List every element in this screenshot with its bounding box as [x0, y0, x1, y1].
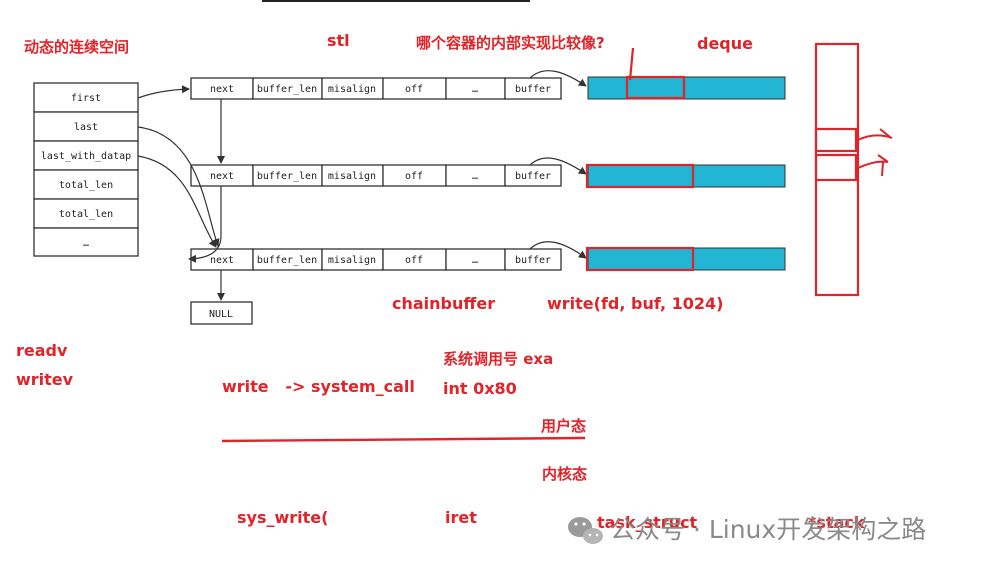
note-writev: writev — [16, 370, 74, 389]
note-kernel-mode: 内核态 — [542, 465, 587, 483]
wechat-icon — [568, 517, 603, 544]
chain-field-label: … — [472, 84, 478, 95]
last-pointer-arrow — [137, 126, 220, 247]
chain-node-1: next buffer_len misalign off … buffer — [190, 77, 562, 100]
chain-field-label: buffer — [515, 255, 551, 266]
buffer-data-highlight-3 — [585, 246, 695, 272]
buffer-data-highlight-1 — [625, 75, 686, 100]
chain-field-label: … — [472, 171, 478, 182]
note-user-mode: 用户态 — [541, 417, 586, 435]
note-iret: iret — [445, 508, 477, 527]
note-write-call: write(fd, buf, 1024) — [547, 294, 723, 313]
chain-node-3: next buffer_len misalign off … buffer — [190, 248, 562, 271]
buffer-segment-2 — [587, 164, 786, 188]
buffer-segment-1 — [587, 76, 786, 100]
evbuffer-field-label: last_with_datap — [41, 151, 131, 162]
evbuffer-field-more — [33, 227, 139, 257]
evbuffer-struct: first last last_with_datap total_len tot… — [33, 82, 139, 257]
note-sys-write: sys_write( — [237, 508, 328, 527]
note-readv: readv — [16, 341, 68, 360]
evbuffer-field-label: … — [83, 238, 89, 249]
chain-field-label: buffer_len — [257, 84, 317, 95]
note-which-container: 哪个容器的内部实现比较像? — [416, 34, 605, 52]
deque-outline — [814, 42, 860, 297]
handwritten-mark — [628, 47, 635, 81]
chain-field-label: off — [405, 255, 423, 266]
chain-field-label: misalign — [328, 255, 376, 266]
chain-field-label: next — [210, 255, 234, 266]
pointer-arrows — [137, 70, 587, 301]
chain-field-label: off — [405, 171, 423, 182]
chain-field-label: next — [210, 171, 234, 182]
last-with-datap-pointer-arrow — [137, 155, 217, 248]
note-chainbuffer: chainbuffer — [392, 294, 495, 313]
chain-field-label: … — [472, 255, 478, 266]
deque-block-2 — [814, 153, 858, 182]
note-task-struct: task_struct — [597, 513, 698, 532]
chain-field-label: buffer_len — [257, 255, 317, 266]
chain-field-label: next — [210, 84, 234, 95]
evbuffer-field-total-len-2 — [33, 198, 139, 229]
chain-field-label: buffer — [515, 171, 551, 182]
note-stack: *stack — [808, 513, 865, 532]
buffer-segment-3 — [587, 247, 786, 271]
evbuffer-field-last — [33, 111, 139, 142]
buffer-segments — [585, 47, 786, 272]
evbuffer-field-label: total_len — [59, 209, 113, 220]
buffer-pointer-arrow-3 — [529, 241, 587, 259]
note-int-0x80: int 0x80 — [443, 379, 517, 398]
chain-field-label: buffer — [515, 84, 551, 95]
deque-sketch — [814, 42, 893, 297]
evbuffer-field-label: last — [74, 122, 98, 133]
note-contiguous-space: 动态的连续空间 — [24, 38, 129, 56]
buffer-pointer-arrow-1 — [529, 70, 587, 87]
evbuffer-field-label: first — [71, 93, 101, 104]
next-arrow-2 — [188, 186, 222, 263]
note-syscall-number: 系统调用号 exa — [443, 350, 553, 368]
deque-block-1 — [814, 127, 858, 153]
user-kernel-divider — [221, 436, 586, 443]
buffer-pointer-arrow-2 — [529, 157, 587, 175]
note-write-system-call: write -> system_call — [222, 377, 415, 396]
chain-node-2: next buffer_len misalign off … buffer — [190, 164, 562, 187]
null-node — [190, 301, 253, 325]
evbuffer-field-label: total_len — [59, 180, 113, 191]
watermark: 公众号 · Linux开发架构之路 — [568, 515, 926, 544]
first-pointer-arrow — [137, 85, 190, 99]
chain-field-label: buffer_len — [257, 171, 317, 182]
note-stl: stl — [327, 31, 350, 50]
null-label: NULL — [209, 309, 233, 320]
chain-field-label: off — [405, 84, 423, 95]
buffer-data-highlight-2 — [585, 163, 695, 189]
chain-field-label: misalign — [328, 84, 376, 95]
chain-field-label: misalign — [328, 171, 376, 182]
note-deque: deque — [697, 34, 753, 53]
watermark-text: 公众号 · Linux开发架构之路 — [610, 515, 926, 544]
